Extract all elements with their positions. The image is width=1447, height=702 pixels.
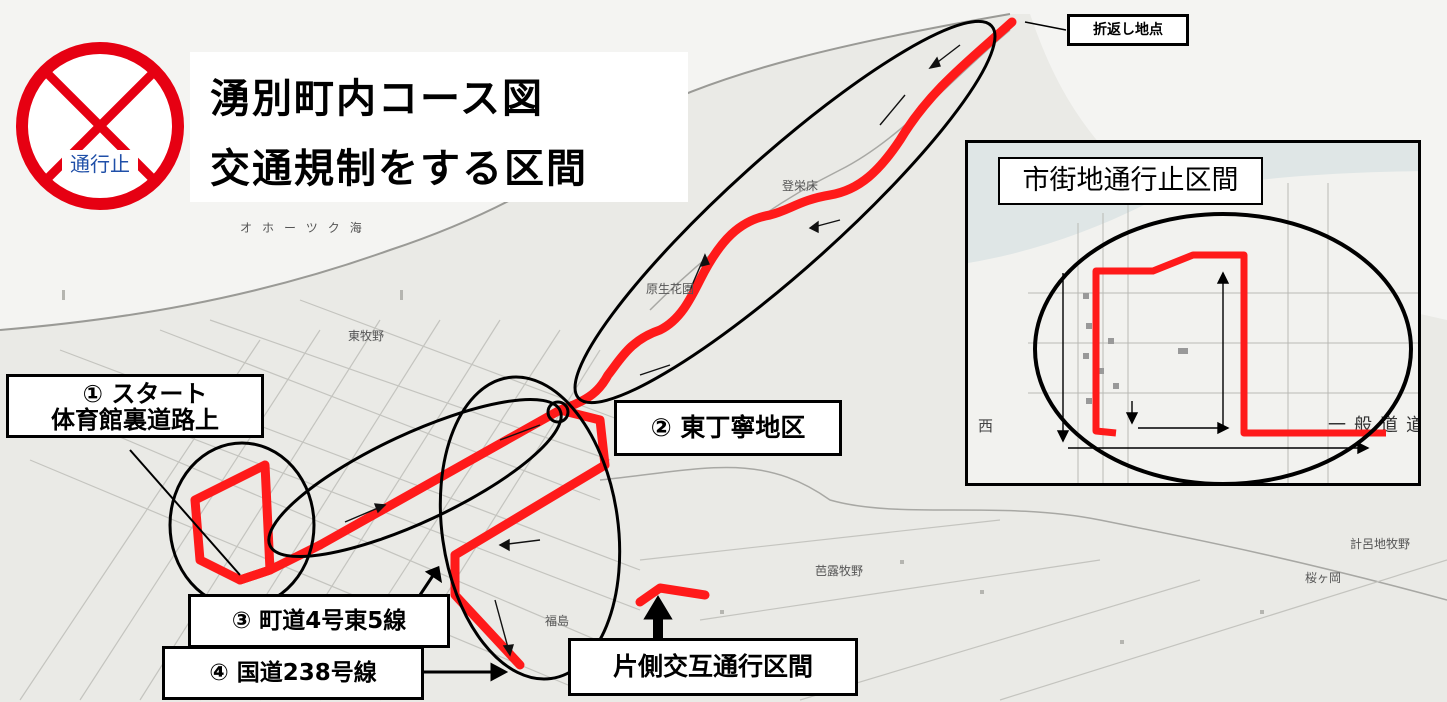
tofutsu-name: 登栄床 (782, 178, 818, 193)
sign-label: 通行止 (70, 152, 130, 176)
start-label-line2: 体育館裏道路上 (51, 406, 219, 434)
miyako-ranch-name: 芭露牧野 (815, 564, 863, 578)
map-title: 湧別町内コース図 (210, 76, 544, 122)
keiro-ranch-name: 計呂地牧野 (1350, 536, 1410, 551)
field-marks (62, 290, 1264, 644)
town-road-label: ③ 町道4号東5線 (188, 594, 450, 648)
start-label-line1: ① スタート (82, 380, 208, 408)
map-subtitle: 交通規制をする区間 (210, 146, 588, 192)
flower-garden-name: 原生花園 (646, 281, 694, 296)
direction-arrows (344, 44, 961, 657)
town-segment-ellipse (267, 397, 563, 559)
start-label: ① スタート 体育館裏道路上 (6, 374, 264, 438)
no-entry-sign: 通行止 (16, 42, 184, 210)
fukushima-name: 福島 (545, 613, 569, 628)
tanigaoka-name: 桜ヶ岡 (1305, 571, 1341, 585)
map-place-names: オホーツク海 東牧野 原生花園 登栄床 芭露牧野 福島 桜ヶ岡 計呂地牧野 (240, 178, 1410, 628)
highlight-ellipses (168, 19, 997, 681)
inset-west-label: 西 (978, 417, 993, 435)
spit-shore (649, 29, 1011, 311)
east-ranch-name: 東牧野 (348, 329, 384, 343)
junction-circle (546, 400, 570, 424)
higashi-teinei-ellipse (438, 375, 622, 681)
inset-ellipse (1033, 212, 1413, 483)
higashi-teinei-label: ② 東丁寧地区 (614, 400, 842, 456)
national-road-label: ④ 国道238号線 (162, 646, 424, 700)
callout-leaders (129, 21, 1067, 682)
alternating-traffic-label: 片側交互通行区間 (568, 638, 858, 696)
lagoon-shore (599, 466, 1447, 601)
sea-name: オホーツク海 (240, 220, 372, 235)
turnaround-label: 折返し地点 (1067, 14, 1189, 46)
inset-title: 市街地通行止区間 (998, 157, 1263, 205)
title-panel: 湧別町内コース図 交通規制をする区間 (190, 52, 688, 202)
downtown-closure-inset: 西 一般道道 市街地通行止区間 (965, 140, 1421, 486)
route (190, 17, 1017, 670)
spit-ellipse (573, 19, 997, 405)
inset-route (1092, 251, 1386, 437)
